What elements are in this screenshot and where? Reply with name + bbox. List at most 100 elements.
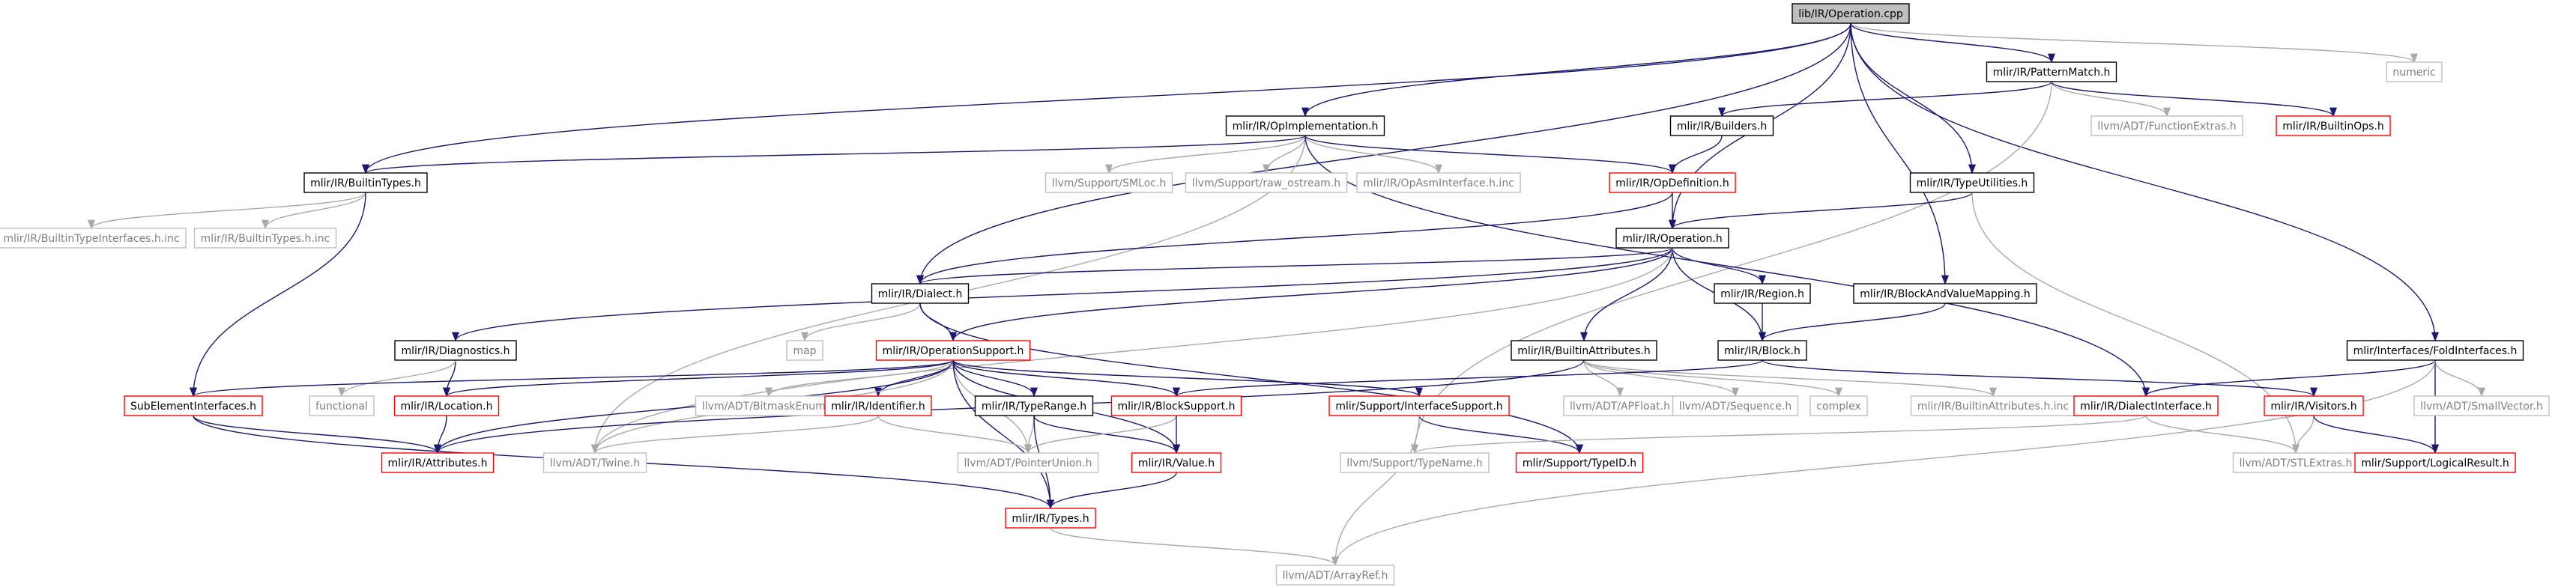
node-pattern-match[interactable]: mlir/IR/PatternMatch.h [1986,61,2117,82]
edge-types-to-array-ref [1050,527,1339,567]
node-label: mlir/IR/Location.h [401,401,493,413]
edge-path [949,247,1673,342]
edge-operation-h-to-dialect [916,247,1673,285]
node-box [1511,340,1657,361]
edge-dialect-interface-to-type-name [1411,415,2147,454]
node-label: mlir/IR/BuiltinTypes.h [310,177,421,189]
node-box [1131,452,1222,473]
node-value[interactable]: mlir/IR/Value.h [1131,452,1222,473]
edge-block-to-block-support [1173,359,1763,398]
node-label: llvm/Support/raw_ostream.h [1192,177,1340,189]
node-subelement-ifaces[interactable]: SubElementInterfaces.h [124,395,263,416]
edge-op-implementation-to-builtin-types [362,135,1306,174]
edge-path [765,359,954,398]
node-label: mlir/IR/Block.h [1724,345,1801,357]
node-map: map [786,340,823,361]
edge-subelement-ifaces-to-attributes [193,415,441,454]
node-smloc: llvm/Support/SMLoc.h [1044,172,1173,193]
edge-location-to-attributes [433,415,447,454]
edge-path [916,247,1673,285]
edge-type-utilities-to-operation-h [1669,192,1973,230]
node-label: mlir/IR/OpDefinition.h [1615,177,1729,189]
edge-visitors-to-logical-result [2313,415,2439,454]
edge-op-implementation-to-dialect-interface [1304,135,2150,398]
node-op-definition[interactable]: mlir/IR/OpDefinition.h [1609,172,1736,193]
node-complex: complex [1809,395,1868,416]
node-box [381,452,495,473]
node-box [1340,452,1490,473]
node-label: mlir/IR/BuiltinAttributes.h [1517,345,1650,357]
node-box [875,340,1031,361]
node-typeid[interactable]: mlir/Support/TypeID.h [1515,452,1644,473]
edge-path [952,359,1423,398]
edge-path [433,415,447,454]
edge-builders-to-op-definition [1668,135,1723,174]
node-block-value-mapping[interactable]: mlir/IR/BlockAndValueMapping.h [1853,283,2037,304]
edge-operation-cpp-to-block-value-mapping [1850,22,1950,285]
node-opasm-inc: mlir/IR/OpAsmInterface.h.inc [1356,172,1521,193]
node-fold-interfaces[interactable]: mlir/Interfaces/FoldInterfaces.h [2346,340,2524,361]
node-op-implementation[interactable]: mlir/IR/OpImplementation.h [1225,115,1385,136]
node-label: mlir/IR/BuiltinTypes.h.inc [201,233,330,245]
node-attributes[interactable]: mlir/IR/Attributes.h [381,452,495,473]
edge-builtin-attributes-to-builtin-attrs-inc [1583,359,1997,398]
edge-path [261,192,366,230]
node-label: map [793,345,816,357]
node-box [0,228,187,249]
node-interface-support[interactable]: mlir/Support/InterfaceSupport.h [1328,395,1510,416]
node-operation-support[interactable]: mlir/IR/OperationSupport.h [875,340,1031,361]
node-visitors[interactable]: mlir/IR/Visitors.h [2264,395,2364,416]
node-box [1005,508,1096,529]
edge-path [1583,359,1997,398]
edge-path [2313,415,2439,454]
node-builders[interactable]: mlir/IR/Builders.h [1669,115,1774,136]
node-dialect-interface[interactable]: mlir/IR/DialectInterface.h [2073,395,2219,416]
node-block-support[interactable]: mlir/IR/BlockSupport.h [1110,395,1242,416]
node-operation-h[interactable]: mlir/IR/Operation.h [1615,228,1729,249]
node-label: mlir/IR/OpAsmInterface.h.inc [1363,177,1514,189]
edge-op-implementation-to-raw-ostream [1262,135,1306,174]
node-type-utilities[interactable]: mlir/IR/TypeUtilities.h [1909,172,2035,193]
node-type-range[interactable]: mlir/IR/TypeRange.h [974,395,1094,416]
node-box [1515,452,1644,473]
edge-pattern-match-to-builders [1718,81,2052,118]
node-builtin-attributes[interactable]: mlir/IR/BuiltinAttributes.h [1511,340,1657,361]
node-box [309,395,375,416]
edge-operation-support-to-bitmask-enum [765,359,954,398]
node-diagnostics[interactable]: mlir/IR/Diagnostics.h [394,340,517,361]
node-logical-result[interactable]: mlir/Support/LogicalResult.h [2354,452,2516,473]
node-builtin-types[interactable]: mlir/IR/BuiltinTypes.h [303,172,428,193]
edge-path [1759,302,1946,342]
edge-operation-cpp-to-pattern-match [1850,22,2055,64]
node-builtin-ops[interactable]: mlir/IR/BuiltinOps.h [2276,115,2391,136]
nodes-layer: lib/IR/Operation.cpp mlir/IR/PatternMatch… [0,3,2550,586]
node-location[interactable]: mlir/IR/Location.h [393,395,500,416]
edge-path [916,192,1673,285]
edge-path [2291,415,2315,454]
edge-path [1850,22,1950,285]
node-operation-cpp[interactable]: lib/IR/Operation.cpp [1792,3,1910,24]
node-region[interactable]: mlir/IR/Region.h [1714,283,1811,304]
node-identifier[interactable]: mlir/IR/Identifier.h [824,395,932,416]
edge-builtin-types-to-builtin-type-ifaces-inc [88,192,366,230]
edge-dialect-to-typeid [919,302,1583,454]
edge-operation-support-to-identifier [874,359,954,398]
node-box [1909,172,2035,193]
edge-op-implementation-to-smloc [1105,135,1306,174]
node-block[interactable]: mlir/IR/Block.h [1717,340,1807,361]
node-types[interactable]: mlir/IR/Types.h [1005,508,1096,529]
edge-builtin-types-to-subelement-ifaces [189,192,366,398]
edge-operation-support-to-type-range [952,359,1038,398]
edge-operation-h-to-region [1672,247,1766,285]
edge-path [1024,415,1177,454]
edge-builtin-attributes-to-apfloat [1583,359,1624,398]
edge-op-definition-to-dialect [916,192,1673,285]
edge-builtin-attributes-to-sequence [1583,359,1739,398]
node-label: mlir/IR/Dialect.h [878,288,963,300]
edge-path [1411,415,2147,454]
node-label: mlir/IR/OperationSupport.h [883,345,1024,357]
node-box [542,452,647,473]
node-label: llvm/ADT/APFloat.h [1570,401,1670,413]
edge-path [1718,81,2052,118]
node-dialect[interactable]: mlir/IR/Dialect.h [871,283,970,304]
